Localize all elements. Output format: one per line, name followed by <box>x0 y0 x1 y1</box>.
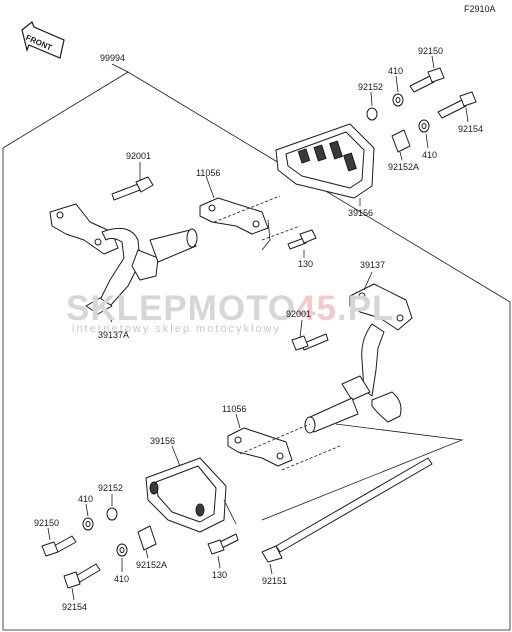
label-92001-upper: 92001 <box>126 151 152 161</box>
label-92152-lower-left: 92152 <box>98 483 124 493</box>
label-410-top: 410 <box>388 66 404 76</box>
frame-right <box>304 283 413 434</box>
label-92151: 92151 <box>262 576 288 586</box>
bolt-92001-upper <box>111 176 154 201</box>
label-92152A-lower-bottom: 92152A <box>136 560 168 570</box>
label-92152A-right: 92152A <box>388 162 420 172</box>
label-410-lower-left: 410 <box>78 494 94 504</box>
collar-92152A-right <box>391 129 411 153</box>
assembly-leader <box>111 63 129 73</box>
bolt-92151-long <box>261 457 433 563</box>
label-39137A: 39137A <box>98 330 130 340</box>
label-39156-lower: 39156 <box>150 436 176 446</box>
slider-39156-lower <box>145 457 227 533</box>
label-92152-top: 92152 <box>358 82 384 92</box>
label-92154-bottom-left: 92154 <box>62 602 88 612</box>
bolt-92154-top-right <box>437 91 477 119</box>
bracket-11056-lower <box>227 427 293 467</box>
label-39156-upper: 39156 <box>348 208 374 218</box>
washer-410-lower-left <box>82 517 94 531</box>
collar-92152A-lower-bottom <box>137 525 157 551</box>
label-92150-top: 92150 <box>418 46 444 56</box>
washer-410-right <box>418 119 430 133</box>
label-410-lower-bottom: 410 <box>114 574 130 584</box>
watermark-subtitle: internetowy sklep motocyklowy <box>72 323 282 335</box>
label-130-upper: 130 <box>298 259 314 269</box>
label-39137: 39137 <box>360 260 386 270</box>
frame-left <box>49 203 198 315</box>
label-92150-lower: 92150 <box>34 518 60 528</box>
bolt-130-lower <box>207 533 239 555</box>
bracket-11056-upper <box>199 197 269 235</box>
collar-92152-top <box>366 107 378 121</box>
slider-39156-upper <box>275 123 375 199</box>
bolt-92150-top <box>409 67 445 93</box>
front-arrow-icon <box>21 21 65 59</box>
label-410-right: 410 <box>422 150 438 160</box>
watermark-logo: SKLEPMOTO45.PL <box>66 289 395 328</box>
bolt-92154-bottom-left <box>63 563 101 589</box>
label-99994: 99994 <box>100 53 126 63</box>
bolt-92150-lower <box>41 535 77 557</box>
bolt-92001-lower <box>291 333 329 351</box>
washer-410-top <box>392 93 404 107</box>
washer-410-lower-bottom <box>116 543 128 557</box>
assembly-frame <box>2 71 511 631</box>
label-11056-upper: 11056 <box>196 168 221 178</box>
label-11056-lower: 11056 <box>222 404 247 414</box>
diagram-code: F2910A <box>464 4 496 14</box>
collar-92152-lower-left <box>106 507 118 521</box>
label-92154-top-right: 92154 <box>458 124 484 134</box>
bolt-130-upper <box>287 229 317 250</box>
label-92001-lower: 92001 <box>286 309 312 319</box>
label-130-lower: 130 <box>212 570 228 580</box>
